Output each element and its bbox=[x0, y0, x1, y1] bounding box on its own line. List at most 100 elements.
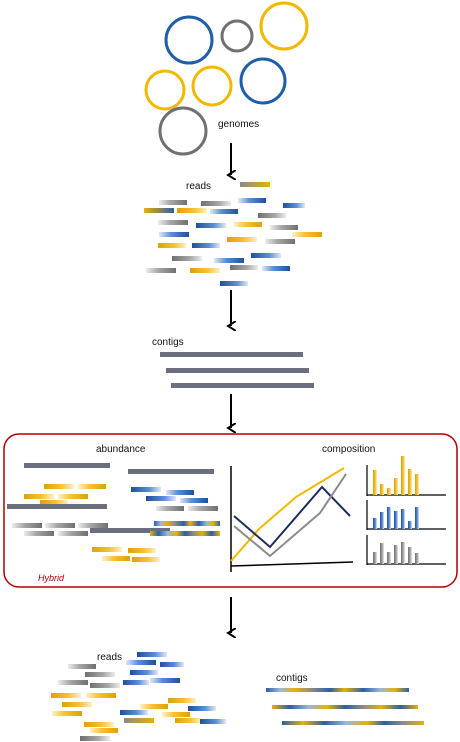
contig bbox=[166, 368, 309, 373]
read bbox=[160, 662, 184, 667]
genome-circle bbox=[191, 65, 233, 107]
read bbox=[158, 243, 186, 248]
read bbox=[166, 490, 194, 495]
hybrid-box bbox=[3, 433, 458, 588]
read bbox=[90, 728, 118, 733]
read bbox=[214, 258, 244, 263]
read bbox=[188, 706, 216, 711]
bar bbox=[415, 553, 419, 564]
read bbox=[292, 232, 322, 237]
read bbox=[177, 208, 207, 213]
read bbox=[270, 225, 298, 230]
read bbox=[90, 683, 120, 688]
read bbox=[132, 557, 160, 562]
read bbox=[200, 719, 226, 724]
contig bbox=[154, 521, 220, 526]
read bbox=[175, 718, 201, 723]
read bbox=[128, 548, 156, 553]
read bbox=[24, 494, 54, 499]
read bbox=[234, 222, 262, 227]
contig bbox=[128, 469, 214, 474]
contig bbox=[160, 352, 303, 357]
bottom-reads-label: reads bbox=[97, 652, 122, 663]
read bbox=[51, 693, 81, 698]
abundance-panel bbox=[7, 463, 220, 562]
genome-circle bbox=[220, 19, 254, 53]
abundance-label: abundance bbox=[96, 444, 146, 455]
composition-label: composition bbox=[322, 444, 375, 455]
bar bbox=[415, 474, 419, 495]
read bbox=[150, 678, 180, 683]
read bbox=[265, 239, 295, 244]
read bbox=[144, 208, 174, 213]
contigs-label: contigs bbox=[152, 337, 184, 348]
contigs-stack bbox=[160, 352, 314, 388]
read bbox=[58, 494, 88, 499]
read bbox=[192, 243, 220, 248]
read bbox=[85, 672, 115, 677]
contig bbox=[90, 528, 170, 533]
composition-bar-charts bbox=[366, 456, 446, 565]
read bbox=[62, 702, 92, 707]
genomes-group bbox=[144, 1, 309, 156]
bottom-contigs-label: contigs bbox=[276, 673, 308, 684]
contig bbox=[282, 721, 424, 725]
bar bbox=[408, 521, 412, 529]
read bbox=[159, 200, 187, 205]
bar bbox=[401, 509, 405, 529]
bar bbox=[373, 470, 377, 495]
read bbox=[238, 198, 266, 203]
read bbox=[210, 209, 238, 214]
read bbox=[188, 506, 218, 511]
read bbox=[130, 670, 158, 675]
read bbox=[201, 201, 231, 206]
genome-circle bbox=[144, 69, 186, 111]
bar bbox=[394, 511, 398, 529]
bar bbox=[387, 488, 391, 495]
binned-contigs bbox=[266, 688, 424, 725]
read bbox=[146, 268, 176, 273]
bar bbox=[394, 478, 398, 495]
read bbox=[68, 664, 96, 669]
read bbox=[220, 281, 248, 286]
bar bbox=[401, 542, 405, 564]
read bbox=[258, 213, 286, 218]
x-axis bbox=[230, 561, 354, 567]
read bbox=[52, 711, 82, 716]
read bbox=[40, 500, 68, 505]
contig bbox=[150, 531, 220, 536]
read bbox=[283, 203, 305, 208]
read bbox=[156, 506, 184, 511]
line-series bbox=[233, 485, 351, 549]
read bbox=[168, 698, 196, 703]
line-series bbox=[230, 467, 345, 562]
read bbox=[58, 531, 88, 536]
read bbox=[24, 531, 54, 536]
read bbox=[123, 680, 149, 685]
read bbox=[146, 496, 176, 501]
read bbox=[84, 722, 114, 727]
read bbox=[131, 487, 161, 492]
read bbox=[86, 693, 116, 698]
read bbox=[137, 652, 167, 657]
read bbox=[172, 256, 202, 261]
bar bbox=[373, 518, 377, 529]
read bbox=[120, 710, 148, 715]
bar-chart-gold bbox=[366, 456, 446, 496]
read bbox=[230, 265, 258, 270]
genome-circle bbox=[239, 57, 287, 105]
contig bbox=[266, 688, 409, 692]
read bbox=[196, 223, 226, 228]
bar bbox=[380, 484, 384, 495]
read bbox=[251, 253, 281, 258]
read bbox=[240, 182, 270, 187]
genome-circle bbox=[158, 106, 208, 156]
hybrid-label: Hybrid bbox=[38, 573, 65, 583]
read bbox=[158, 220, 188, 225]
line-series bbox=[233, 473, 347, 558]
read bbox=[78, 523, 108, 528]
bar bbox=[387, 552, 391, 564]
read bbox=[12, 523, 42, 528]
